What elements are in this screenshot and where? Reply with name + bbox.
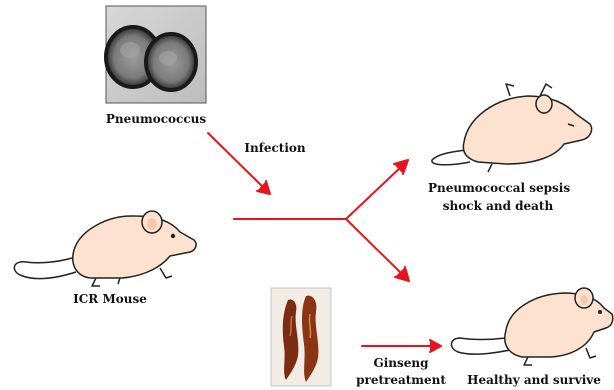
label-ginseng-line2: pretreatment [352,372,450,388]
label-sepsis-line1: Pneumococcal sepsis [428,180,568,196]
ginseng-roots-image [271,288,331,386]
icr-mouse-illustration [14,211,196,286]
ginseng-arrow-head [430,340,441,352]
label-pneumococcus: Pneumococcus [96,111,216,127]
healthy-mouse-illustration [451,288,612,365]
pneumococcus-micrograph-image [106,6,206,103]
lower-branch-arrow [346,219,404,276]
sick-mouse-illustration [432,84,592,172]
label-ginseng-line1: Ginseng [356,355,446,371]
label-infection: Infection [230,140,320,156]
label-sepsis-line2: shock and death [428,198,568,214]
upper-branch-arrow [346,165,403,219]
label-healthy: Healthy and survive [462,372,606,388]
label-icr-mouse: ICR Mouse [60,291,160,307]
